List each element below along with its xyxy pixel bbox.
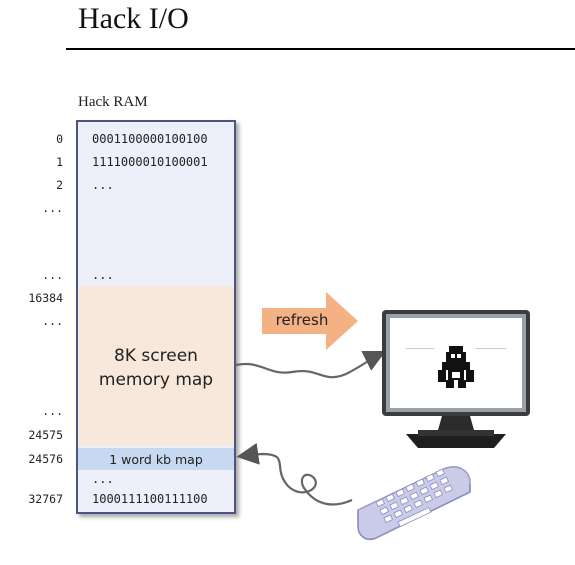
ram-address: 0 <box>56 132 63 146</box>
ram-address: 2 <box>56 178 63 192</box>
ram-word: ... <box>92 472 114 486</box>
ram-word: ... <box>92 268 114 282</box>
ram-word: 1111000010100001 <box>92 155 208 169</box>
ram-block: 0001100000100100 1111000010100001 ... ..… <box>76 120 236 514</box>
ram-word: 0001100000100100 <box>92 132 208 146</box>
ram-address: 24575 <box>28 428 63 442</box>
ram-address: 1 <box>56 155 63 169</box>
title-divider <box>66 48 575 50</box>
ram-address: 24576 <box>28 452 63 466</box>
refresh-arrow-icon <box>262 292 358 350</box>
ram-address: ... <box>42 314 63 328</box>
ram-address: ... <box>42 268 63 282</box>
ram-address: ... <box>42 404 63 418</box>
ram-address: 16384 <box>28 291 63 305</box>
screen-memory-map <box>78 286 234 446</box>
ram-word: 1000111100111100 <box>92 492 208 506</box>
ram-address: ... <box>42 201 63 215</box>
screen-memory-map-label: 8K screen memory map <box>78 344 234 392</box>
keyboard-icon <box>357 466 471 540</box>
screen-map-line1: 8K screen <box>114 346 198 366</box>
keyboard-memory-map: 1 word kb map <box>78 448 234 470</box>
screen-wire <box>235 351 386 379</box>
ram-word: ... <box>92 178 114 192</box>
kb-map-label: 1 word kb map <box>109 451 203 467</box>
page-title: Hack I/O <box>78 2 189 35</box>
ram-caption: Hack RAM <box>78 94 148 110</box>
keyboard-wire <box>236 442 353 506</box>
monitor-icon <box>382 310 530 448</box>
ram-address: 32767 <box>28 492 63 506</box>
screen-map-line2: memory map <box>98 370 214 390</box>
refresh-label: refresh <box>275 311 329 329</box>
